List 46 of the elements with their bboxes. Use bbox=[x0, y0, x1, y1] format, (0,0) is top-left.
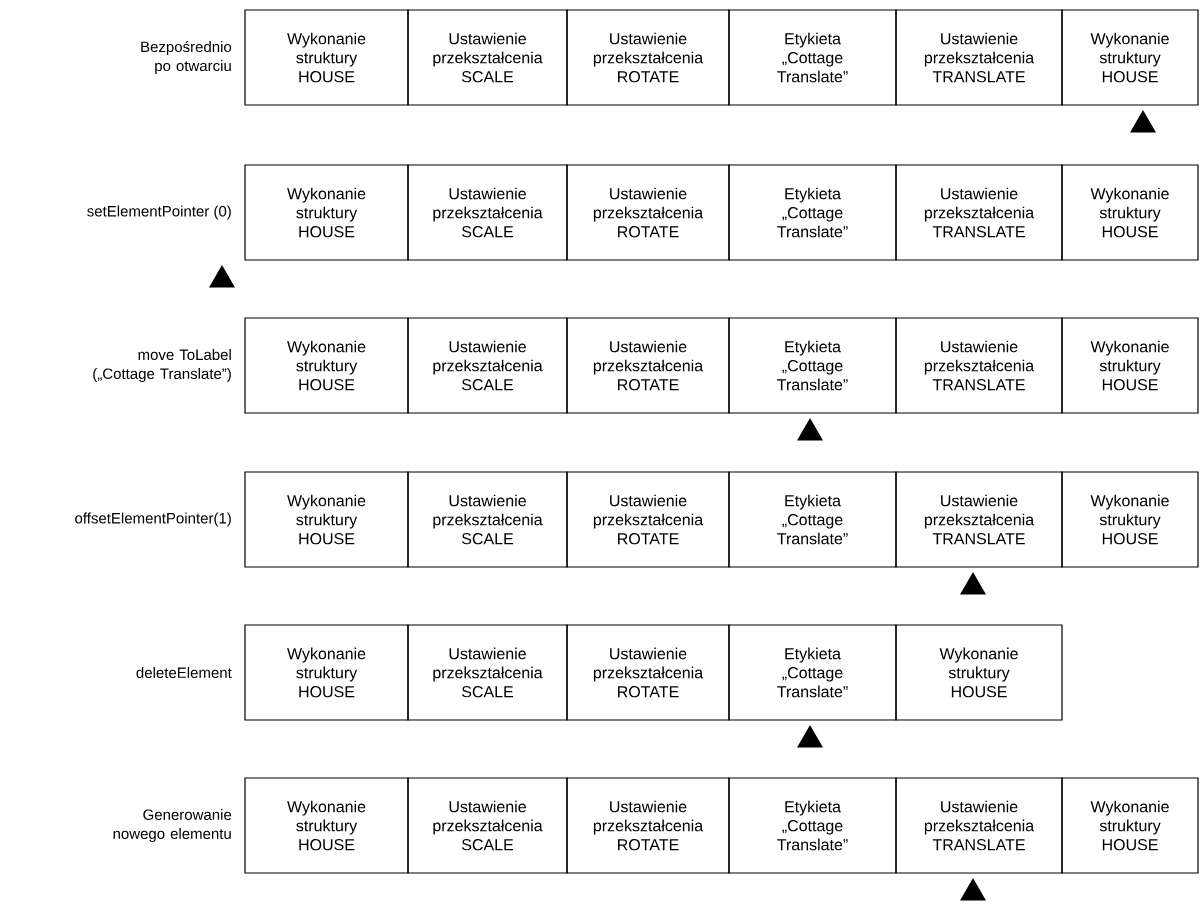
element-box: Ustawienie przekształcenia TRANSLATE bbox=[895, 317, 1063, 414]
element-box: Wykonanie struktury HOUSE bbox=[1061, 777, 1199, 874]
element-box: Wykonanie struktury HOUSE bbox=[244, 471, 409, 568]
row-label: Generowanie nowego elementu bbox=[113, 809, 232, 842]
element-box: Ustawienie przekształcenia TRANSLATE bbox=[895, 9, 1063, 106]
element-box: Etykieta „Cottage Translate” bbox=[728, 317, 897, 414]
element-box: Wykonanie struktury HOUSE bbox=[1061, 317, 1199, 414]
row-label: setElementPointer (0) bbox=[87, 205, 231, 220]
element-box: Ustawienie przekształcenia TRANSLATE bbox=[895, 471, 1063, 568]
pointer-triangle bbox=[797, 725, 823, 748]
pointer-triangle bbox=[209, 265, 235, 288]
element-box: Wykonanie struktury HOUSE bbox=[895, 624, 1063, 721]
pointer-triangle bbox=[960, 572, 986, 595]
pointer-triangle bbox=[960, 878, 986, 901]
element-box: Wykonanie struktury HOUSE bbox=[244, 624, 409, 721]
element-box: Etykieta „Cottage Translate” bbox=[728, 164, 897, 261]
pointer-triangle bbox=[1130, 110, 1156, 133]
element-box: Ustawienie przekształcenia SCALE bbox=[407, 624, 568, 721]
element-box: Ustawienie przekształcenia TRANSLATE bbox=[895, 164, 1063, 261]
element-box: Etykieta „Cottage Translate” bbox=[728, 9, 897, 106]
element-box: Ustawienie przekształcenia ROTATE bbox=[566, 777, 730, 874]
element-box: Ustawienie przekształcenia ROTATE bbox=[566, 317, 730, 414]
element-box: Ustawienie przekształcenia ROTATE bbox=[566, 624, 730, 721]
element-box: Wykonanie struktury HOUSE bbox=[244, 317, 409, 414]
element-box: Etykieta „Cottage Translate” bbox=[728, 624, 897, 721]
element-box: Wykonanie struktury HOUSE bbox=[1061, 471, 1199, 568]
element-box: Ustawienie przekształcenia SCALE bbox=[407, 777, 568, 874]
row-label: offsetElementPointer(1) bbox=[75, 512, 231, 527]
element-box: Ustawienie przekształcenia SCALE bbox=[407, 164, 568, 261]
element-box: Wykonanie struktury HOUSE bbox=[244, 9, 409, 106]
element-box: Ustawienie przekształcenia SCALE bbox=[407, 9, 568, 106]
element-box: Etykieta „Cottage Translate” bbox=[728, 777, 897, 874]
element-box: Wykonanie struktury HOUSE bbox=[1061, 9, 1199, 106]
element-box: Wykonanie struktury HOUSE bbox=[244, 164, 409, 261]
element-box: Etykieta „Cottage Translate” bbox=[728, 471, 897, 568]
element-box: Ustawienie przekształcenia SCALE bbox=[407, 317, 568, 414]
row-label: Bezpośrednio po otwarciu bbox=[141, 40, 232, 75]
pointer-triangle bbox=[797, 418, 823, 441]
element-box: Wykonanie struktury HOUSE bbox=[1061, 164, 1199, 261]
element-box: Ustawienie przekształcenia ROTATE bbox=[566, 471, 730, 568]
element-box: Wykonanie struktury HOUSE bbox=[244, 777, 409, 874]
element-box: Ustawienie przekształcenia SCALE bbox=[407, 471, 568, 568]
element-box: Ustawienie przekształcenia ROTATE bbox=[566, 164, 730, 261]
element-box: Ustawienie przekształcenia ROTATE bbox=[566, 9, 730, 106]
row-label: move ToLabel („Cottage Translate”) bbox=[93, 349, 231, 382]
element-box: Ustawienie przekształcenia TRANSLATE bbox=[895, 777, 1063, 874]
